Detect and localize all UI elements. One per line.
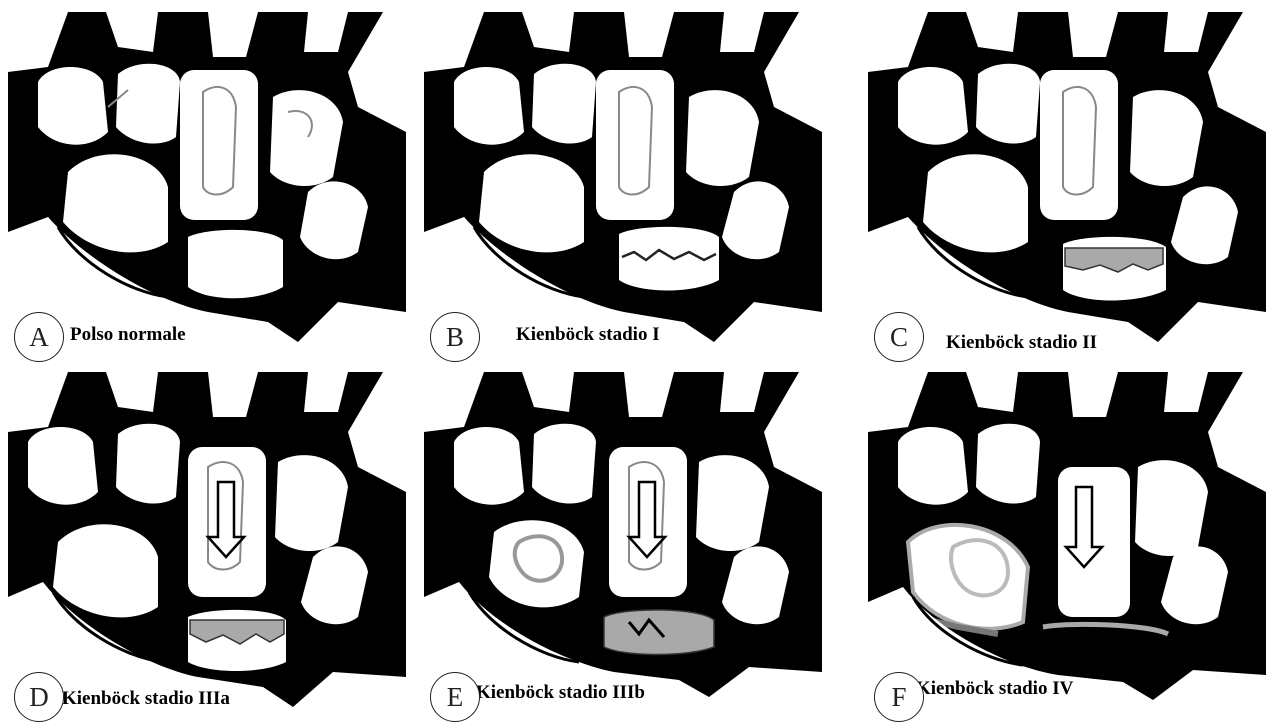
panel-letter-badge: D	[14, 672, 64, 722]
panel-d: Kienböck stadio IIIa D	[8, 372, 406, 728]
wrist-diagram-stage-iiia	[8, 372, 406, 728]
panel-a: Polso normale A	[8, 12, 406, 368]
panel-b: Kienböck stadio I B	[424, 12, 822, 368]
panel-caption: Polso normale	[70, 324, 186, 346]
panel-caption: Kienböck stadio IIIa	[62, 688, 230, 710]
panel-e: Kienböck stadio IIIb E	[424, 372, 822, 728]
panel-f: Kienböck stadio IV F	[868, 372, 1266, 728]
panel-c: Kienböck stadio II C	[868, 12, 1266, 368]
panel-caption: Kienböck stadio I	[516, 324, 660, 346]
panel-letter-badge: A	[14, 312, 64, 362]
panel-letter-badge: F	[874, 672, 924, 722]
wrist-diagram-stage-iv	[868, 372, 1266, 728]
wrist-diagram-stage-iiib	[424, 372, 822, 728]
panel-letter-badge: B	[430, 312, 480, 362]
panel-letter-badge: C	[874, 312, 924, 362]
panel-caption: Kienböck stadio IIIb	[476, 682, 645, 704]
panel-letter-badge: E	[430, 672, 480, 722]
panel-caption: Kienböck stadio IV	[916, 678, 1073, 700]
wrist-diagram-normal	[8, 12, 406, 368]
wrist-diagram-stage-i	[424, 12, 822, 368]
panel-caption: Kienböck stadio II	[946, 332, 1097, 354]
wrist-diagram-stage-ii	[868, 12, 1266, 368]
